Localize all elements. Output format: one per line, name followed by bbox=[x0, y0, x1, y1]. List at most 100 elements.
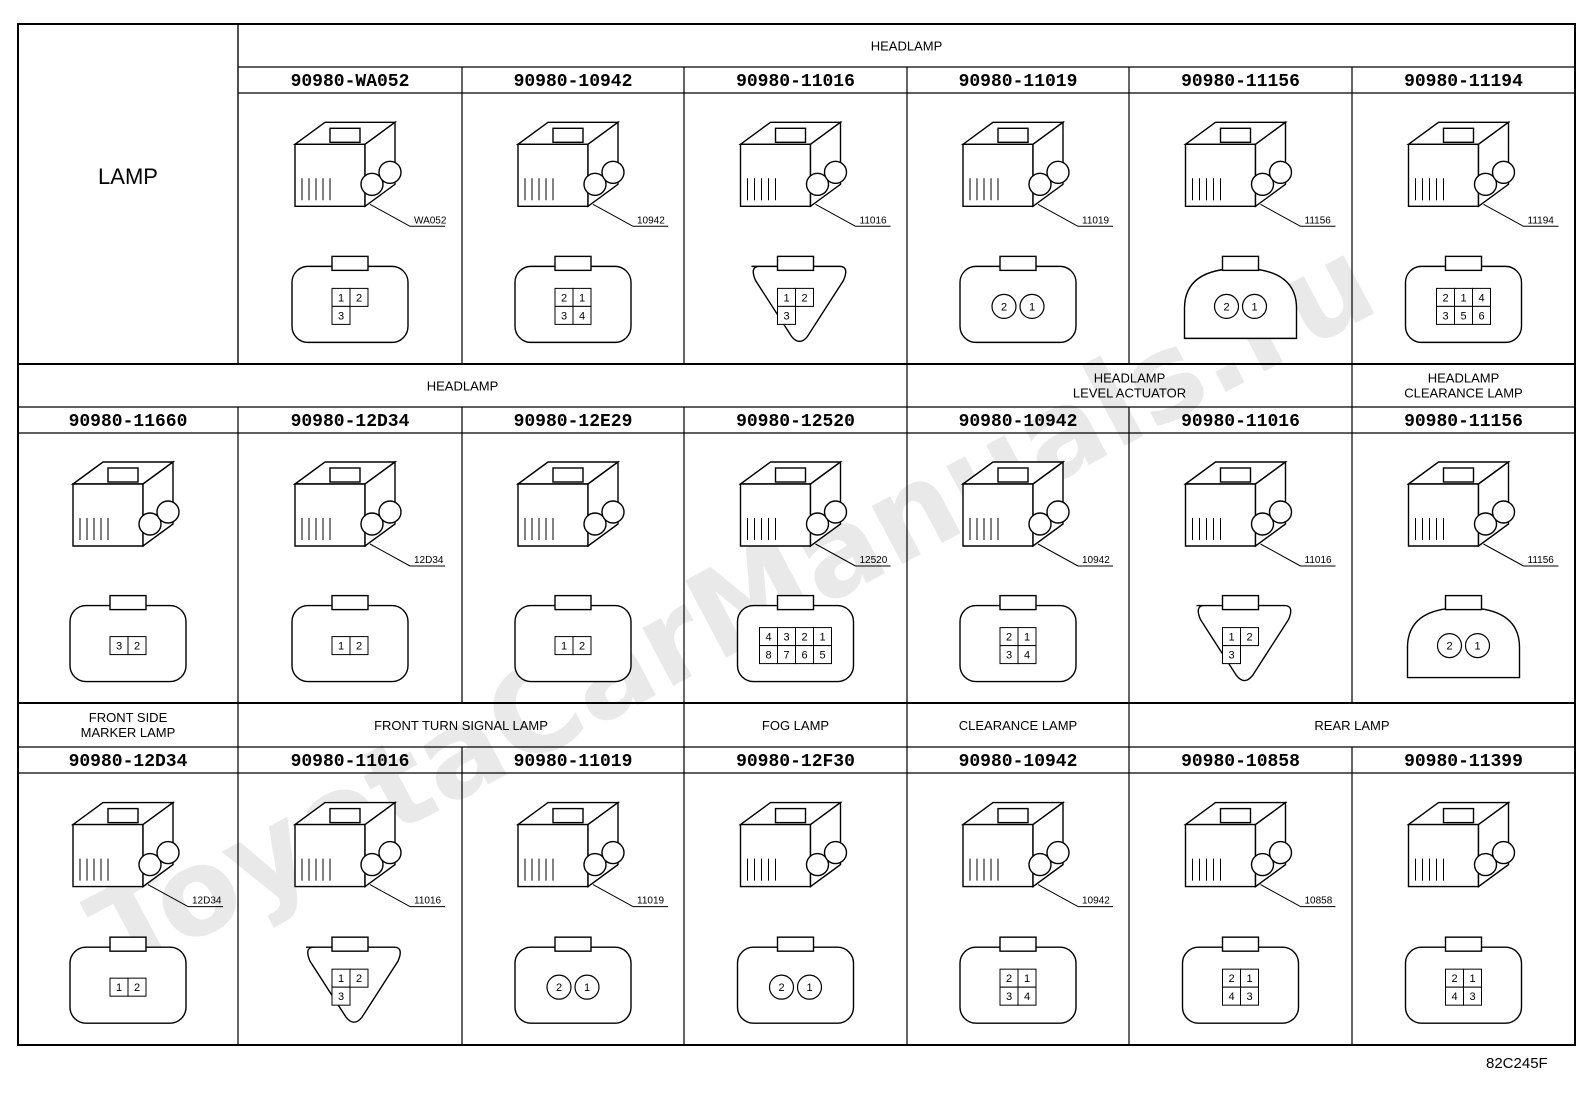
pin-cavity bbox=[1017, 645, 1037, 665]
pin-number: 1 bbox=[1474, 641, 1480, 653]
part-number: 90980-11016 bbox=[291, 752, 410, 772]
part-number: 90980-11399 bbox=[1404, 752, 1523, 772]
pin-number: 3 bbox=[1469, 991, 1475, 1003]
pin-cavity bbox=[349, 968, 369, 988]
pin-number: 2 bbox=[134, 982, 140, 994]
part-tag-label: 11016 bbox=[1305, 555, 1333, 566]
pin-cavity bbox=[1464, 632, 1491, 659]
pin-cavity bbox=[349, 287, 369, 307]
part-tag: 12D34 bbox=[147, 884, 223, 908]
pin-number: 2 bbox=[556, 982, 562, 994]
pin-cavity bbox=[546, 974, 572, 1000]
pin-cavity bbox=[991, 293, 1017, 319]
part-tag: WA052 bbox=[369, 203, 447, 227]
pin-number: 2 bbox=[1006, 632, 1012, 644]
part-tag-label: 11156 bbox=[1528, 555, 1555, 566]
part-tag: 11156 bbox=[1483, 543, 1559, 567]
part-tag: 11016 bbox=[1260, 543, 1336, 567]
part-tag: 10942 bbox=[592, 203, 668, 227]
pin-number: 1 bbox=[1460, 292, 1466, 304]
pin-cavity bbox=[1019, 293, 1045, 319]
part-number: 90980-11660 bbox=[69, 412, 188, 432]
pin-number: 1 bbox=[338, 973, 344, 985]
connector-iso-view bbox=[738, 801, 848, 888]
pin-number: 4 bbox=[1478, 292, 1484, 304]
pin-cavity bbox=[795, 287, 814, 307]
part-tag: 11019 bbox=[592, 884, 668, 908]
pin-number: 1 bbox=[819, 632, 825, 644]
pin-number: 1 bbox=[1228, 632, 1234, 644]
connector-iso-view bbox=[515, 460, 625, 548]
pin-cavity bbox=[572, 305, 592, 325]
pin-number: 2 bbox=[561, 292, 567, 304]
part-tag-label: 12D34 bbox=[414, 555, 444, 566]
part-number: 90980-10858 bbox=[1181, 752, 1300, 772]
reference-code: 82C245F bbox=[1486, 1055, 1548, 1072]
pin-number: 3 bbox=[1228, 650, 1234, 662]
part-tag: 10942 bbox=[1037, 543, 1113, 567]
pin-number: 6 bbox=[801, 650, 807, 662]
part-number: 90980-10942 bbox=[959, 752, 1078, 772]
lamp-group-label: FOG LAMP bbox=[762, 718, 829, 733]
part-number: 90980-11016 bbox=[1181, 412, 1300, 432]
part-number: 90980-11156 bbox=[1404, 412, 1523, 432]
part-number: 90980-12D34 bbox=[69, 752, 188, 772]
pin-number: 3 bbox=[783, 310, 789, 322]
pin-number: 2 bbox=[1442, 292, 1448, 304]
part-number: 90980-12F30 bbox=[736, 752, 855, 772]
pin-cavity bbox=[1240, 627, 1259, 647]
connector-iso-view bbox=[960, 120, 1070, 208]
pin-cavity bbox=[349, 636, 369, 656]
pin-number: 1 bbox=[338, 641, 344, 653]
pin-number: 3 bbox=[561, 310, 567, 322]
pin-cavity bbox=[1017, 986, 1037, 1006]
pin-number: 4 bbox=[1228, 991, 1234, 1003]
part-tag-label: 11156 bbox=[1305, 215, 1332, 226]
lamp-group-label: FRONT TURN SIGNAL LAMP bbox=[374, 718, 548, 733]
connector-iso-view bbox=[515, 120, 625, 208]
pin-number: 3 bbox=[783, 632, 789, 644]
part-tag-label: WA052 bbox=[414, 215, 447, 226]
pin-cavity bbox=[1240, 986, 1259, 1006]
connector-iso-view bbox=[960, 460, 1070, 548]
pin-number: 4 bbox=[1451, 991, 1457, 1003]
lamp-column-header: LAMP bbox=[98, 164, 158, 189]
part-number: 90980-11194 bbox=[1404, 72, 1523, 92]
pin-number: 8 bbox=[765, 650, 771, 662]
part-tag: 11016 bbox=[369, 884, 445, 908]
pin-number: 2 bbox=[801, 632, 807, 644]
connector-iso-view bbox=[292, 120, 402, 208]
connector-iso-view bbox=[960, 801, 1070, 888]
pin-number: 3 bbox=[1246, 991, 1252, 1003]
part-tag: 11156 bbox=[1260, 203, 1336, 227]
pin-number: 2 bbox=[1446, 641, 1452, 653]
part-tag: 12520 bbox=[815, 543, 891, 567]
pin-number: 2 bbox=[1228, 973, 1234, 985]
part-number: 90980-12E29 bbox=[514, 412, 633, 432]
pin-cavity bbox=[127, 977, 147, 997]
pin-cavity bbox=[813, 645, 832, 665]
connector-iso-view bbox=[1406, 460, 1516, 548]
